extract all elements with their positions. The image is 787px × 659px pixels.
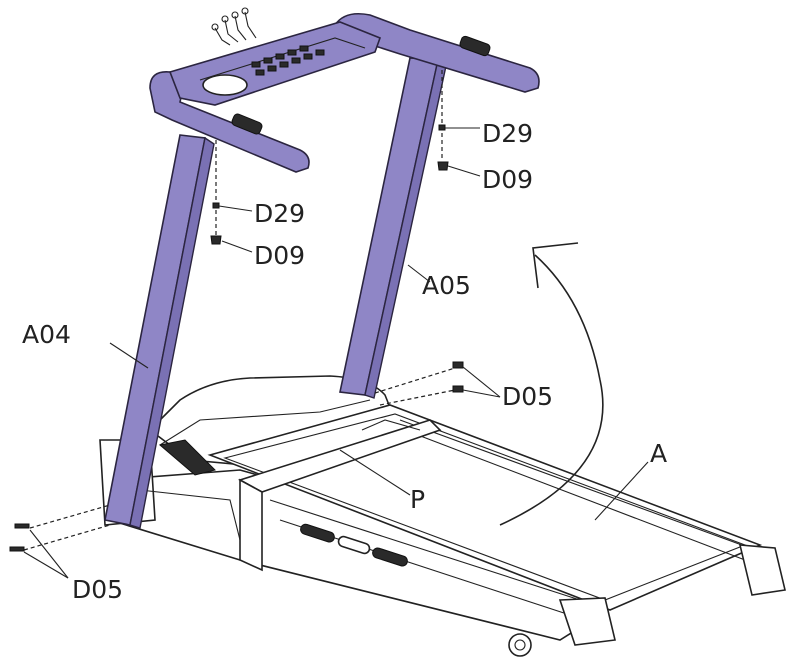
label-a05: A05 bbox=[422, 271, 471, 300]
fold-arrowhead bbox=[532, 242, 579, 289]
treadmill-base bbox=[99, 375, 786, 657]
leader-lines bbox=[23, 127, 649, 579]
label-d05-right: D05 bbox=[502, 382, 553, 411]
hardware-right-top bbox=[437, 70, 449, 171]
hardware-left-top bbox=[210, 140, 222, 245]
label-a: A bbox=[650, 439, 667, 468]
upright-a04 bbox=[104, 134, 215, 529]
fold-arrow bbox=[499, 254, 604, 526]
console-assembly bbox=[149, 7, 540, 173]
label-p: P bbox=[410, 485, 425, 514]
label-d09-left: D09 bbox=[254, 241, 305, 270]
label-d05-left: D05 bbox=[72, 575, 123, 604]
label-d09-right: D09 bbox=[482, 165, 533, 194]
upright-a05 bbox=[339, 57, 447, 399]
label-a04: A04 bbox=[22, 320, 71, 349]
label-d29-left: D29 bbox=[254, 199, 305, 228]
console-keypad bbox=[251, 45, 325, 76]
hardware-left-bolts bbox=[9, 504, 111, 552]
hardware-right-bolts bbox=[374, 361, 464, 406]
label-d29-right: D29 bbox=[482, 119, 533, 148]
